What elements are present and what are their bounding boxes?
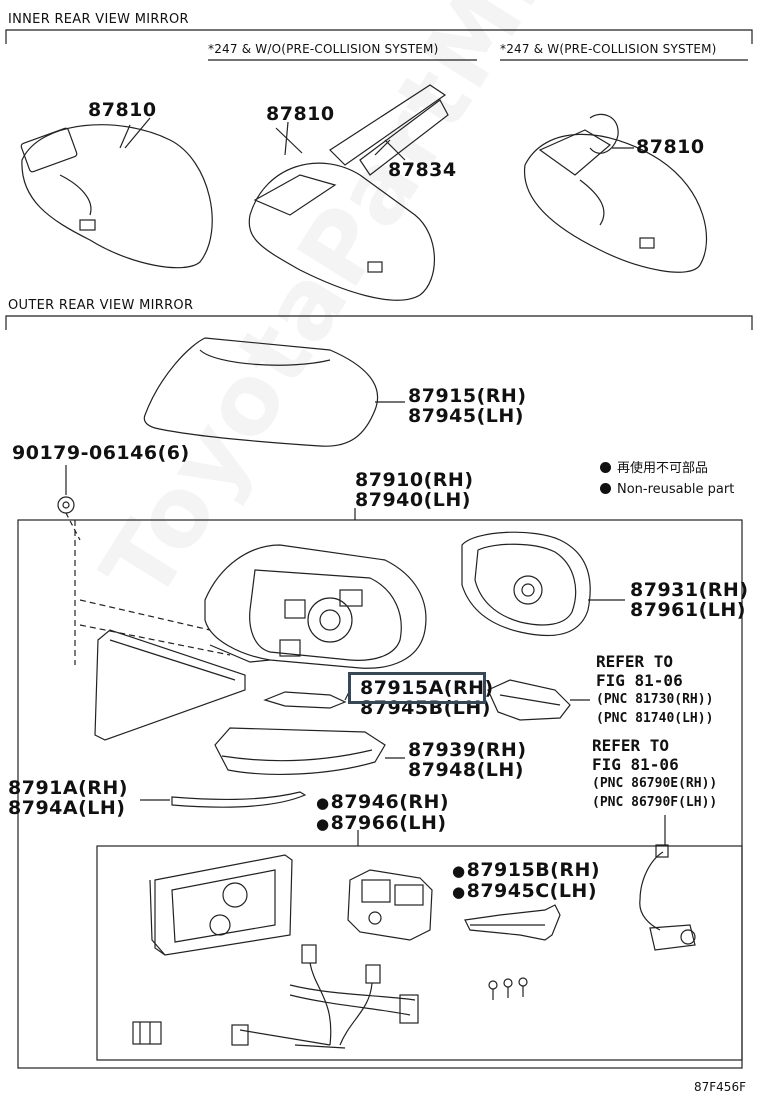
note-without-pcs: *247 & W/O(PRE-COLLISION SYSTEM) — [208, 42, 439, 56]
part-sub-group[interactable]: 87946(RH) 87966(LH) — [316, 792, 449, 834]
part-sub-lh-label[interactable]: 87966(LH) — [330, 812, 447, 834]
part-mould-lh[interactable]: 8794A(LH) — [8, 797, 126, 819]
part-87810-b[interactable]: 87810 — [266, 103, 335, 125]
refer-2-pnc-rh: (PNC 86790E(RH)) — [592, 776, 718, 791]
legend-en-row: Non-reusable part — [600, 479, 734, 500]
part-lamp-rh[interactable]: 87939(RH) — [408, 739, 527, 761]
legend-jp: 再使用不可部品 — [617, 461, 709, 476]
part-clip[interactable]: 90179-06146(6) — [12, 442, 190, 464]
section-inner-title: INNER REAR VIEW MIRROR — [8, 12, 189, 27]
part-87810-a[interactable]: 87810 — [88, 99, 157, 121]
part-sub-lh[interactable]: 87966(LH) — [316, 813, 449, 834]
mirror-base-illustration — [149, 854, 293, 956]
cover-piece-illustration — [464, 904, 561, 941]
refer-block-2[interactable]: REFER TO FIG 81-06 (PNC 86790E(RH)) (PNC… — [592, 736, 717, 812]
part-cover-b2-rh[interactable]: 87915B(RH) — [452, 860, 600, 881]
bracket-illustration — [263, 689, 351, 709]
refer-1-fig[interactable]: FIG 81-06 — [596, 671, 683, 690]
refer-2-pnc-lh: (PNC 86790F(LH)) — [592, 795, 718, 810]
refer-2-title: REFER TO — [592, 736, 670, 755]
non-reusable-dot-icon — [600, 462, 611, 473]
part-cover-rh[interactable]: 87915(RH) — [408, 385, 527, 407]
part-mirror-lh[interactable]: 87940(LH) — [355, 489, 471, 511]
part-cover-a-rh[interactable]: 87915A(RH) — [360, 677, 494, 699]
sub-assembly-frame — [96, 845, 743, 1061]
inner-section-bracket — [5, 29, 753, 44]
part-lamp-group[interactable]: 87939(RH) 87948(LH) — [408, 740, 527, 780]
legend: 再使用不可部品 Non-reusable part — [600, 458, 734, 500]
assembly-frame — [17, 519, 743, 1069]
part-sub-rh-label[interactable]: 87946(RH) — [330, 791, 450, 813]
refer-block-1[interactable]: REFER TO FIG 81-06 (PNC 81730(RH)) (PNC … — [596, 652, 713, 728]
part-mould-rh[interactable]: 8791A(RH) — [8, 777, 128, 799]
part-cover-lh[interactable]: 87945(LH) — [408, 405, 524, 427]
refer-1-pnc-rh: (PNC 81730(RH)) — [596, 692, 714, 707]
figure-code: 87F456F — [694, 1080, 746, 1094]
refer-1-title: REFER TO — [596, 652, 674, 671]
moulding-illustration — [140, 791, 307, 808]
inner-mirror-1-illustration — [20, 124, 213, 269]
leader-87810-a — [124, 117, 151, 149]
screws-illustration — [488, 977, 528, 1000]
part-mirror-rh[interactable]: 87910(RH) — [355, 469, 474, 491]
part-visor-rh[interactable]: 87931(RH) — [630, 579, 749, 601]
part-visor-lh[interactable]: 87961(LH) — [630, 599, 746, 621]
part-cover-c-lh[interactable]: 87945C(LH) — [452, 881, 600, 902]
camera-illustration — [639, 815, 696, 951]
visor-illustration — [461, 531, 625, 637]
part-cover-c-lh-label[interactable]: 87945C(LH) — [466, 880, 598, 902]
wire-harness-illustration — [231, 944, 419, 1049]
note-with-pcs: *247 & W(PRE-COLLISION SYSTEM) — [500, 42, 717, 56]
part-cover-group[interactable]: 87915(RH) 87945(LH) — [408, 386, 527, 426]
actuator-illustration — [347, 869, 433, 941]
part-lamp-lh[interactable]: 87948(LH) — [408, 759, 524, 781]
part-cover-b2-rh-label[interactable]: 87915B(RH) — [466, 859, 601, 881]
outer-section-bracket — [5, 315, 753, 330]
refer-1-pnc-lh: (PNC 81740(LH)) — [596, 711, 714, 726]
mirror-housing-illustration — [204, 544, 427, 669]
inner-mirror-3-illustration — [523, 113, 708, 273]
selection-highlight — [348, 672, 486, 704]
part-mirror-group[interactable]: 87910(RH) 87940(LH) — [355, 470, 474, 510]
inner-mirror-2-illustration — [248, 84, 449, 301]
outer-cover-illustration — [143, 337, 405, 447]
leader-87810-b — [284, 121, 289, 156]
side-lamp-illustration — [487, 679, 590, 721]
clip-illustration — [57, 465, 81, 665]
part-87834[interactable]: 87834 — [388, 159, 457, 181]
part-87810-c[interactable]: 87810 — [636, 136, 705, 158]
legend-jp-row: 再使用不可部品 — [600, 458, 734, 479]
mirror-glass-illustration — [79, 599, 246, 741]
turn-lamp-illustration — [214, 727, 405, 776]
refer-2-fig[interactable]: FIG 81-06 — [592, 755, 679, 774]
clip-block-illustration — [132, 1021, 162, 1045]
legend-en: Non-reusable part — [617, 482, 735, 497]
part-visor-group[interactable]: 87931(RH) 87961(LH) — [630, 580, 749, 620]
non-reusable-dot-icon — [600, 483, 611, 494]
leader-87834 — [384, 139, 406, 161]
part-cover-b2-group[interactable]: 87915B(RH) 87945C(LH) — [452, 860, 600, 902]
part-mould-group[interactable]: 8791A(RH) 8794A(LH) — [8, 778, 128, 818]
part-sub-rh[interactable]: 87946(RH) — [316, 792, 449, 813]
section-outer-title: OUTER REAR VIEW MIRROR — [8, 298, 194, 313]
